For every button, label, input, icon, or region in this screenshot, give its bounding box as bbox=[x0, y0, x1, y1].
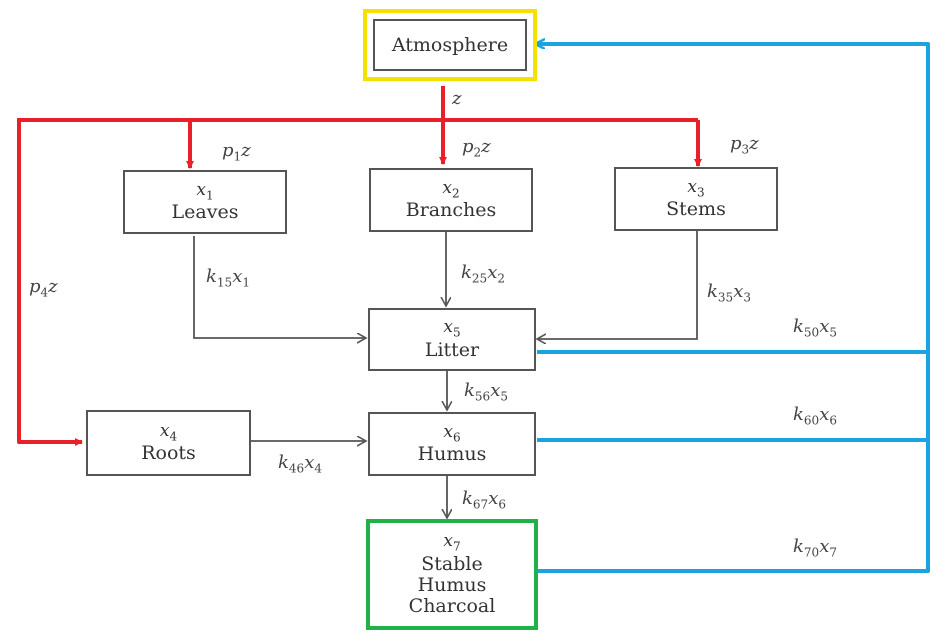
litter-variable: x5 bbox=[443, 317, 461, 340]
label-z: z bbox=[452, 88, 462, 109]
uptake-flows bbox=[17, 86, 702, 446]
charcoal-box: x7 Stable Humus Charcoal bbox=[366, 519, 538, 630]
stems-label: Stems bbox=[666, 198, 726, 221]
flow-leaves-to-litter bbox=[193, 236, 366, 338]
branches-label: Branches bbox=[405, 199, 497, 222]
label-k70x7: k70x7 bbox=[793, 536, 837, 560]
branches-box: x2 Branches bbox=[369, 168, 533, 232]
label-p2z: p2z bbox=[462, 136, 491, 160]
humus-box: x6 Humus bbox=[368, 412, 536, 476]
label-k60x6: k60x6 bbox=[793, 404, 837, 428]
charcoal-label-line-3: Charcoal bbox=[408, 594, 496, 617]
litter-label: Litter bbox=[424, 338, 480, 361]
roots-label: Roots bbox=[141, 442, 196, 465]
charcoal-label-line-2: Humus bbox=[417, 573, 487, 596]
label-k56x5: k56x5 bbox=[464, 380, 508, 404]
stems-variable: x3 bbox=[687, 176, 705, 200]
label-k15x1: k15x1 bbox=[206, 266, 250, 290]
humus-label: Humus bbox=[417, 443, 487, 466]
charcoal-variable: x7 bbox=[443, 531, 461, 554]
atmosphere-inner-box: Atmosphere bbox=[373, 19, 527, 71]
label-k67x6: k67x6 bbox=[462, 488, 506, 512]
stems-box: x3 Stems bbox=[614, 167, 778, 231]
transfer-flows bbox=[193, 231, 698, 518]
atmosphere-label: Atmosphere bbox=[391, 33, 509, 56]
leaves-box: x1 Leaves bbox=[123, 170, 287, 234]
flow-charcoal-to-atmosphere bbox=[535, 44, 930, 573]
flow-stems-to-litter bbox=[537, 231, 698, 339]
leaves-variable: x1 bbox=[196, 179, 214, 203]
label-p4z: p4z bbox=[29, 276, 58, 300]
label-k50x5: k50x5 bbox=[793, 316, 837, 340]
leaves-label: Leaves bbox=[171, 201, 239, 224]
litter-box: x5 Litter bbox=[368, 308, 536, 371]
humus-variable: x6 bbox=[443, 421, 461, 445]
label-k46x4: k46x4 bbox=[278, 452, 322, 476]
label-k35x3: k35x3 bbox=[707, 281, 751, 305]
charcoal-label-line-1: Stable bbox=[421, 552, 483, 575]
roots-variable: x4 bbox=[159, 420, 178, 444]
label-p1z: p1z bbox=[222, 140, 251, 164]
branches-variable: x2 bbox=[442, 177, 460, 201]
flow-to-roots bbox=[17, 120, 83, 446]
label-p3z: p3z bbox=[730, 133, 759, 157]
return-flows bbox=[535, 44, 930, 573]
atmosphere-box: Atmosphere bbox=[363, 9, 537, 81]
label-k25x2: k25x2 bbox=[461, 262, 505, 286]
roots-box: x4 Roots bbox=[86, 410, 251, 476]
